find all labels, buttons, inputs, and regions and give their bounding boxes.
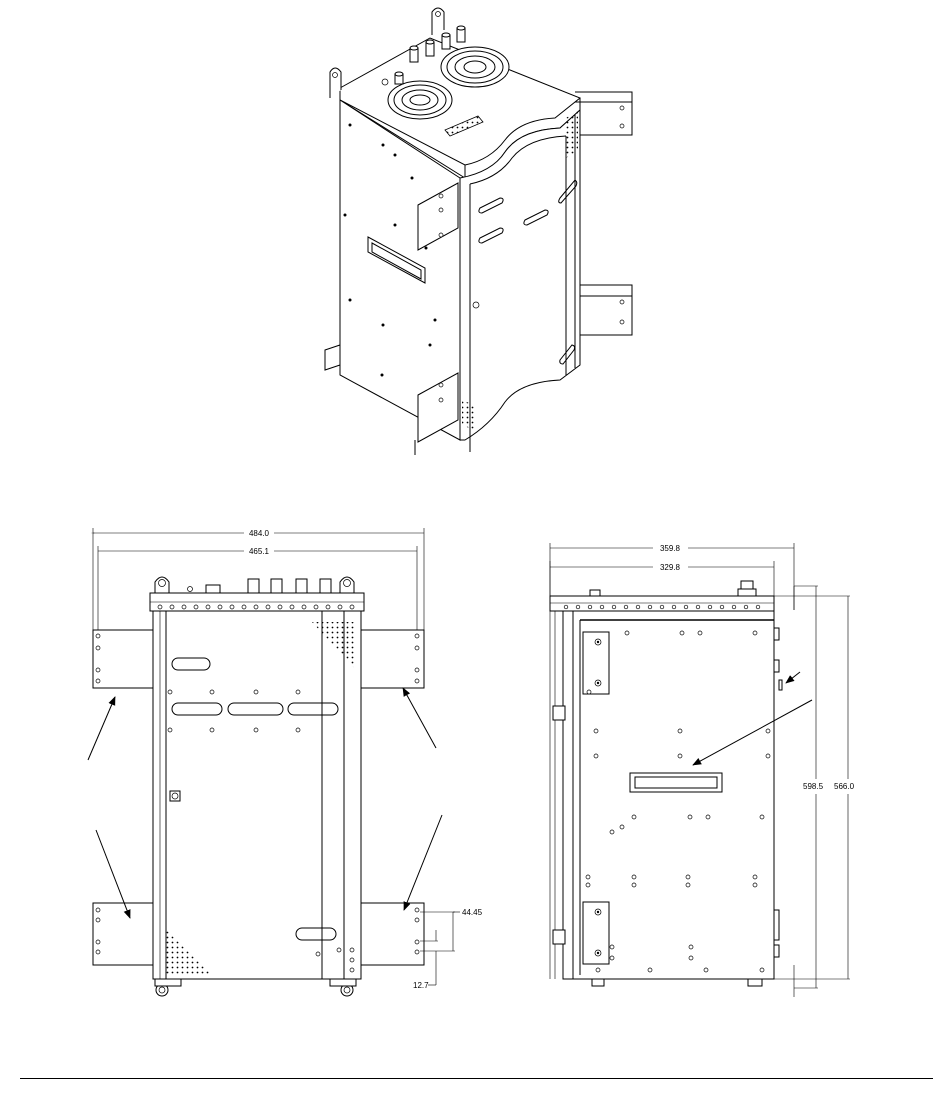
dim-overall-depth: 359.8 <box>660 544 681 553</box>
footer-rule <box>20 1078 933 1079</box>
arrow-icon <box>404 815 442 910</box>
dim-slot-spacing: 44.45 <box>462 908 483 917</box>
front-knobs <box>188 579 332 593</box>
side-view: 359.8 329.8 <box>550 543 855 997</box>
mounting-bracket-bottom-right <box>361 903 424 965</box>
dim-mount-hole-spacing: 465.1 <box>249 547 270 556</box>
mounting-bracket-top-left <box>93 630 153 688</box>
dim-body-depth: 329.8 <box>660 563 681 572</box>
dim-overall-height: 598.5 <box>803 782 824 791</box>
arrow-icon <box>88 697 115 760</box>
dim-overall-width: 484.0 <box>249 529 270 538</box>
dim-slot-offset: 12.7 <box>413 981 429 990</box>
mounting-bracket-bottom-left <box>93 903 153 965</box>
arrow-icon <box>403 688 436 748</box>
arrow-icon <box>786 672 800 683</box>
front-view: 484.0 465.1 <box>88 528 483 996</box>
mounting-bracket-top-right <box>361 630 424 688</box>
isometric-view <box>325 8 632 455</box>
dim-body-height: 566.0 <box>834 782 855 791</box>
